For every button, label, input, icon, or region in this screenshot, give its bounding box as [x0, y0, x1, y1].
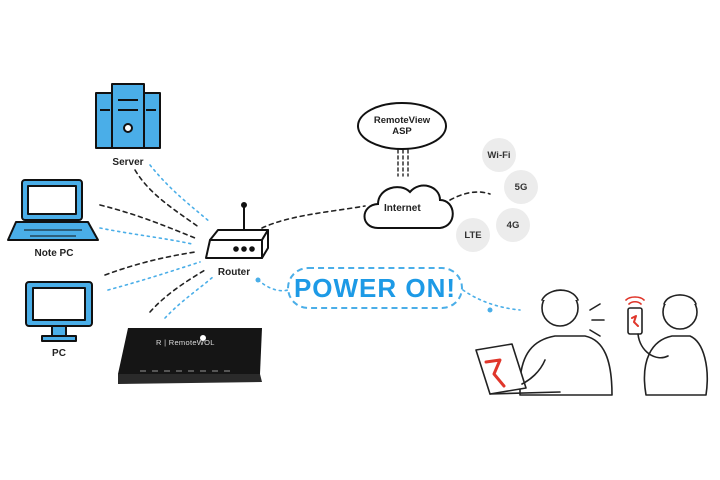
asp-label-line2: ASP: [392, 126, 412, 137]
line-internet-networks: [449, 191, 491, 201]
router-label: Router: [217, 267, 251, 278]
person-phone-icon: [625, 294, 709, 396]
router-dot: [255, 277, 261, 283]
line-power-user: [462, 289, 521, 311]
line-router-internet: [261, 205, 366, 229]
pc-label: PC: [52, 348, 66, 359]
power-on-banner: POWER ON!: [287, 267, 463, 309]
user-dot: [487, 307, 493, 313]
connection-lines: [99, 149, 521, 319]
laptop-icon: [7, 179, 99, 241]
device-brand-text: R | RemoteWOL: [156, 338, 215, 347]
line-notepc-router-2: [99, 227, 193, 245]
line-pc-router: [104, 251, 196, 276]
server-icon: [95, 83, 161, 149]
wol-device-icon: [118, 328, 262, 384]
network-lte: LTE: [456, 218, 490, 252]
line-server-router: [134, 169, 201, 229]
line-box-router: [149, 269, 206, 313]
asp-ellipse: [357, 102, 447, 150]
note-pc-label: Note PC: [34, 248, 74, 259]
line-router-power: [257, 279, 289, 292]
line-server-router-2: [149, 164, 211, 223]
line-asp-internet: [397, 149, 409, 177]
router-icon: [205, 202, 269, 259]
internet-label: Internet: [384, 203, 421, 214]
network-5g: 5G: [504, 170, 538, 204]
line-notepc-router: [99, 204, 196, 239]
asp-label-line1: RemoteView: [373, 115, 431, 126]
cloud-icon: [363, 184, 454, 229]
asp-label: RemoteView ASP: [358, 108, 446, 144]
network-wifi: Wi-Fi: [482, 138, 516, 172]
monitor-icon: [25, 281, 93, 342]
line-pc-router-2: [107, 261, 201, 291]
line-box-router-2: [164, 275, 215, 319]
person-laptop-icon: [475, 289, 613, 396]
server-label: Server: [112, 157, 144, 168]
network-4g: 4G: [496, 208, 530, 242]
